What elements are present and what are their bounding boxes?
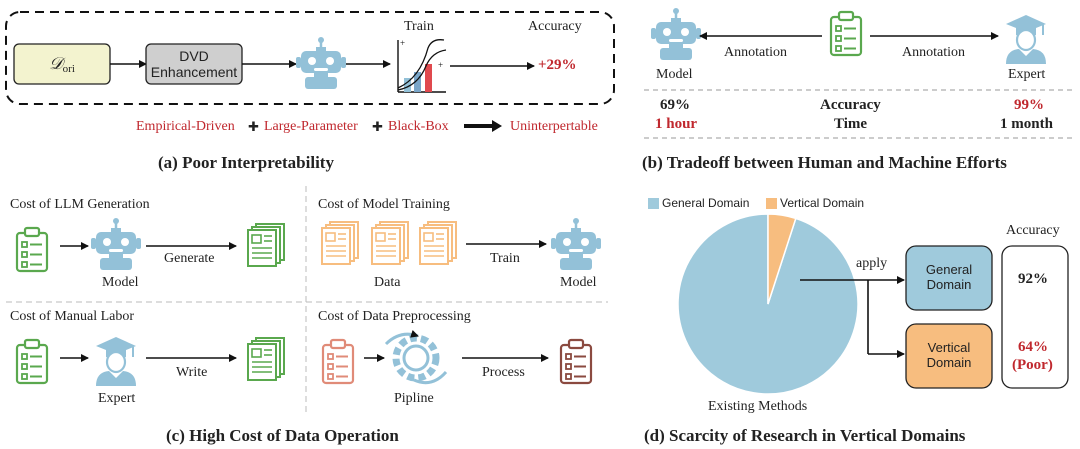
q3-action-label: Write [176,365,208,380]
general-domain-box [905,245,993,311]
model-accuracy: 69% [660,97,690,113]
accuracy-label-a: Accuracy [528,19,582,34]
plus-icon-2: ✚ [372,119,383,134]
legend-general-label: General Domain [662,196,750,210]
training-chart-icon: + + [397,38,447,93]
clipboard-icon-q1 [15,226,49,273]
q1-action-label: Generate [164,251,215,266]
clipboard-icon-q4 [321,338,355,385]
docs-icon-q1 [247,223,285,267]
annotation-right-label: Annotation [902,45,965,60]
caption-b: (b) Tradeoff between Human and Machine E… [642,153,1007,172]
accuracy-header-d: Accuracy [1006,223,1060,238]
accuracy-row-label: Accuracy [820,97,881,113]
accuracy-column-box [1001,245,1069,389]
q3-title: Cost of Manual Labor [10,309,135,324]
q4-action-label: Process [482,365,525,380]
expert-time: 1 month [1000,116,1053,132]
clipboard-icon-b [829,10,863,57]
caption-c: (c) High Cost of Data Operation [166,426,399,445]
empirical-driven-label: Empirical-Driven [136,119,235,134]
vertical-accuracy-note: (Poor) [1012,357,1053,373]
q3-agent-label: Expert [98,391,136,406]
caption-d: (d) Scarcity of Research in Vertical Dom… [644,426,966,445]
pie-slice-vertical [767,213,797,305]
robot-icon-b [649,6,703,62]
legend-vertical-label: Vertical Domain [780,196,865,210]
annotation-left-label: Annotation [724,45,787,60]
q1-agent-label: Model [102,275,139,290]
robot-icon-q1 [89,216,143,272]
expert-accuracy: 99% [1014,97,1044,113]
panel-a-dashed-border [5,11,615,105]
pie-chart [677,213,859,395]
model-time: 1 hour [655,116,698,132]
time-row-label: Time [834,116,868,132]
q4-agent-label: Pipline [394,391,434,406]
large-parameter-label: Large-Parameter [264,119,358,134]
robot-icon-a [294,35,348,91]
gear-pipeline-icon [384,329,448,385]
model-label-b: Model [656,67,693,82]
expert-label-b: Expert [1008,67,1046,82]
uninterpretable-label: Uninterpertable [510,119,598,134]
svg-text:+: + [438,60,443,70]
thick-arrow-icon [464,120,502,132]
q2-agent-label: Model [560,275,597,290]
expert-icon-b [1004,13,1048,66]
caption-a: (a) Poor Interpretability [158,153,334,172]
existing-methods-label: Existing Methods [708,399,808,414]
general-accuracy-value: 92% [1018,271,1048,287]
plus-icon-1: ✚ [248,119,259,134]
clipboard-icon-q3 [15,338,49,385]
clipboard-icon-q4-out [559,338,593,385]
docs-icon-q3 [247,337,285,381]
apply-label: apply [856,256,888,271]
q1-title: Cost of LLM Generation [10,197,150,212]
black-box-label: Black-Box [388,119,449,134]
vertical-accuracy-value: 64% [1018,339,1048,355]
robot-icon-q2 [549,216,603,272]
accuracy-gain: +29% [538,57,577,73]
docs-icon-q2 [321,221,457,265]
legend-vertical-swatch [766,198,777,209]
vertical-domain-box [905,323,993,389]
legend-general-swatch [648,198,659,209]
q2-action-label: Train [490,251,520,266]
svg-text:+: + [400,38,405,48]
q2-data-label: Data [374,275,401,290]
train-label: Train [404,19,434,34]
q2-title: Cost of Model Training [318,197,450,212]
expert-icon-q3 [94,335,138,388]
q4-title: Cost of Data Preprocessing [318,309,471,324]
